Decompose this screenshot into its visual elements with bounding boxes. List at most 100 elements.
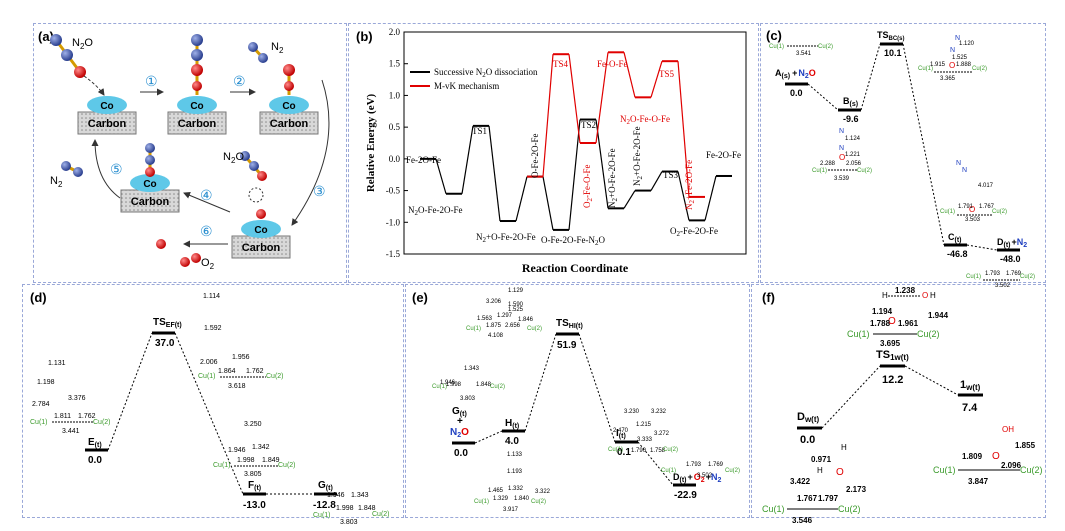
n2-label: N2 [271,41,284,55]
svg-text:Cu(1): Cu(1) [918,66,933,72]
structure-ts: Cu(1) Cu(2) O N N 1.120 1.525 1.915 1.88… [918,35,987,82]
structure-ts-ef: Cu(1) Cu(2) 1.114 1.592 2.006 1.956 1.86… [198,293,284,390]
state-label-fe2ofe: Fe-2O-Fe [406,155,441,165]
svg-text:1.791: 1.791 [958,204,974,210]
y-axis: 2.01.51.00.50.0-0.5-1.0-1.5 [386,27,408,259]
carbon-label: Carbon [242,242,281,254]
panel-f: (f) Dw(t) 0.0 TS1w(t) 12.2 1w(t) 7.4 H O… [762,286,1043,525]
panel-c-label: (c) [766,28,782,43]
svg-text:H: H [817,466,823,475]
state-e-label: E(t) [88,437,102,449]
svg-text:4.017: 4.017 [978,183,994,189]
svg-text:1.840: 1.840 [514,496,530,502]
y-tick-label: 1.5 [389,59,401,69]
y-tick-label: -1.0 [386,217,401,227]
svg-text:1.998: 1.998 [446,382,462,388]
y-tick-label: -0.5 [386,186,401,196]
n2o-molecule-2: N2O [223,151,267,219]
co-label: Co [143,179,156,190]
state-h-label: H(t) [505,418,519,430]
series-0-connector-10 [704,175,717,221]
state-label-n2-o-fe2ofe-3: N2+O-Fe-2O-Fe [632,126,644,186]
series-0-connector-2 [488,125,501,222]
series-1-connector-3 [623,52,636,98]
carbon-label: Carbon [131,196,170,208]
svg-text:1.590: 1.590 [508,302,524,308]
structure-d-f: H 0.971 H O 3.422 2.173 1.767 1.797 Cu(1… [762,443,867,525]
svg-text:3.539: 3.539 [834,176,850,182]
svg-text:3.322: 3.322 [535,489,551,495]
panel-b: (b) 2.01.51.00.50.0-0.5-1.0-1.5 Relative… [356,27,747,275]
svg-text:1.297: 1.297 [497,313,513,319]
panel-a-frame [33,23,347,283]
y-tick-label: 1.0 [389,90,401,100]
state-label-ts1: TS1 [472,126,487,136]
y-tick-label: 0.5 [389,122,401,132]
co-label: Co [100,101,113,112]
svg-text:Cu(1): Cu(1) [466,326,481,332]
series-1-connector-4 [650,61,663,98]
state-h-value: 4.0 [505,436,519,447]
svg-text:Cu(2): Cu(2) [1020,274,1035,280]
structure-b: Cu(1) Cu(2) O N N 1.124 1.221 2.288 2.05… [812,128,872,182]
svg-text:1.793: 1.793 [686,462,702,468]
svg-text:1.194: 1.194 [872,307,893,316]
panel-d-label: (d) [30,290,47,305]
panel-e: (e) G(t) + N2O 0.0 H(t) 4.0 TSHI(t) 51.9… [412,288,740,513]
svg-text:4.108: 4.108 [488,333,504,339]
svg-text:O: O [992,451,1000,462]
connectors-d [107,332,314,495]
svg-text:3.376: 3.376 [68,395,86,402]
panel-d-frame [22,284,404,518]
state-d-e-value: -22.9 [674,490,697,501]
svg-text:1.465: 1.465 [488,488,504,494]
series-0-connector-7 [623,190,636,209]
series-1-connector-1 [568,54,581,144]
state-e-value: 0.0 [88,455,102,466]
svg-text:1.944: 1.944 [928,311,949,320]
structure-a: Cu(1) Cu(2) 3.541 [769,44,833,57]
svg-text:Cu(1): Cu(1) [940,209,955,215]
svg-text:1.875: 1.875 [486,323,502,329]
svg-text:1.215: 1.215 [636,422,652,428]
svg-text:1.563: 1.563 [477,316,493,322]
step-6: ⑥ [200,223,213,239]
series-0-connector-9 [677,171,690,221]
svg-text:1.120: 1.120 [959,41,975,47]
svg-text:N: N [956,160,961,167]
state-label-n2o-feofe: N2O-Fe-O-Fe [620,114,670,126]
chart-marks [420,51,732,231]
structure-e: Cu(1) Cu(2) 1.131 1.198 2.784 3.376 1.81… [30,360,111,435]
state-labels: Fe-2O-Fe N2O-Fe-2O-Fe TS1 N2+O-Fe-2O-Fe … [406,59,741,247]
svg-text:1.133: 1.133 [507,452,523,458]
x-axis-label: Reaction Coordinate [522,261,629,275]
series-0-connector-8 [650,171,663,191]
svg-text:1.956: 1.956 [232,354,250,361]
state-1w-value: 7.4 [962,402,978,414]
structure-g: Cu(1) Cu(2) 1.946 1.343 1.998 1.848 3.80… [313,492,390,526]
state-d-label: D(t)+N2 [997,237,1027,249]
svg-text:Cu(1): Cu(1) [933,465,956,475]
n2o-label: N2O [72,37,93,51]
svg-text:3.917: 3.917 [503,507,519,513]
svg-text:1.846: 1.846 [518,317,534,323]
svg-text:Cu(2): Cu(2) [818,44,833,50]
svg-text:Cu(2): Cu(2) [531,499,546,505]
state-label-ts4: TS4 [553,59,569,69]
svg-text:Cu(1): Cu(1) [213,462,231,469]
panel-f-frame [751,284,1046,518]
svg-text:O: O [836,467,844,478]
y-tick-label: -1.5 [386,249,401,259]
svg-text:Cu(1): Cu(1) [966,274,981,280]
svg-text:Cu(1): Cu(1) [432,384,447,390]
co-label: Co [282,101,295,112]
svg-text:3.803: 3.803 [340,519,358,526]
series-0-connector-3 [515,176,528,222]
svg-text:2.056: 2.056 [846,161,862,167]
state-g-e-value: 0.0 [454,448,468,459]
svg-text:1.762: 1.762 [78,413,96,420]
svg-text:2.470: 2.470 [613,428,629,434]
structure-d-e: 1.793 1.769 3.502 Cu(1) Cu(2) [661,462,740,479]
svg-text:Cu(1): Cu(1) [474,499,489,505]
co-label: Co [190,101,203,112]
